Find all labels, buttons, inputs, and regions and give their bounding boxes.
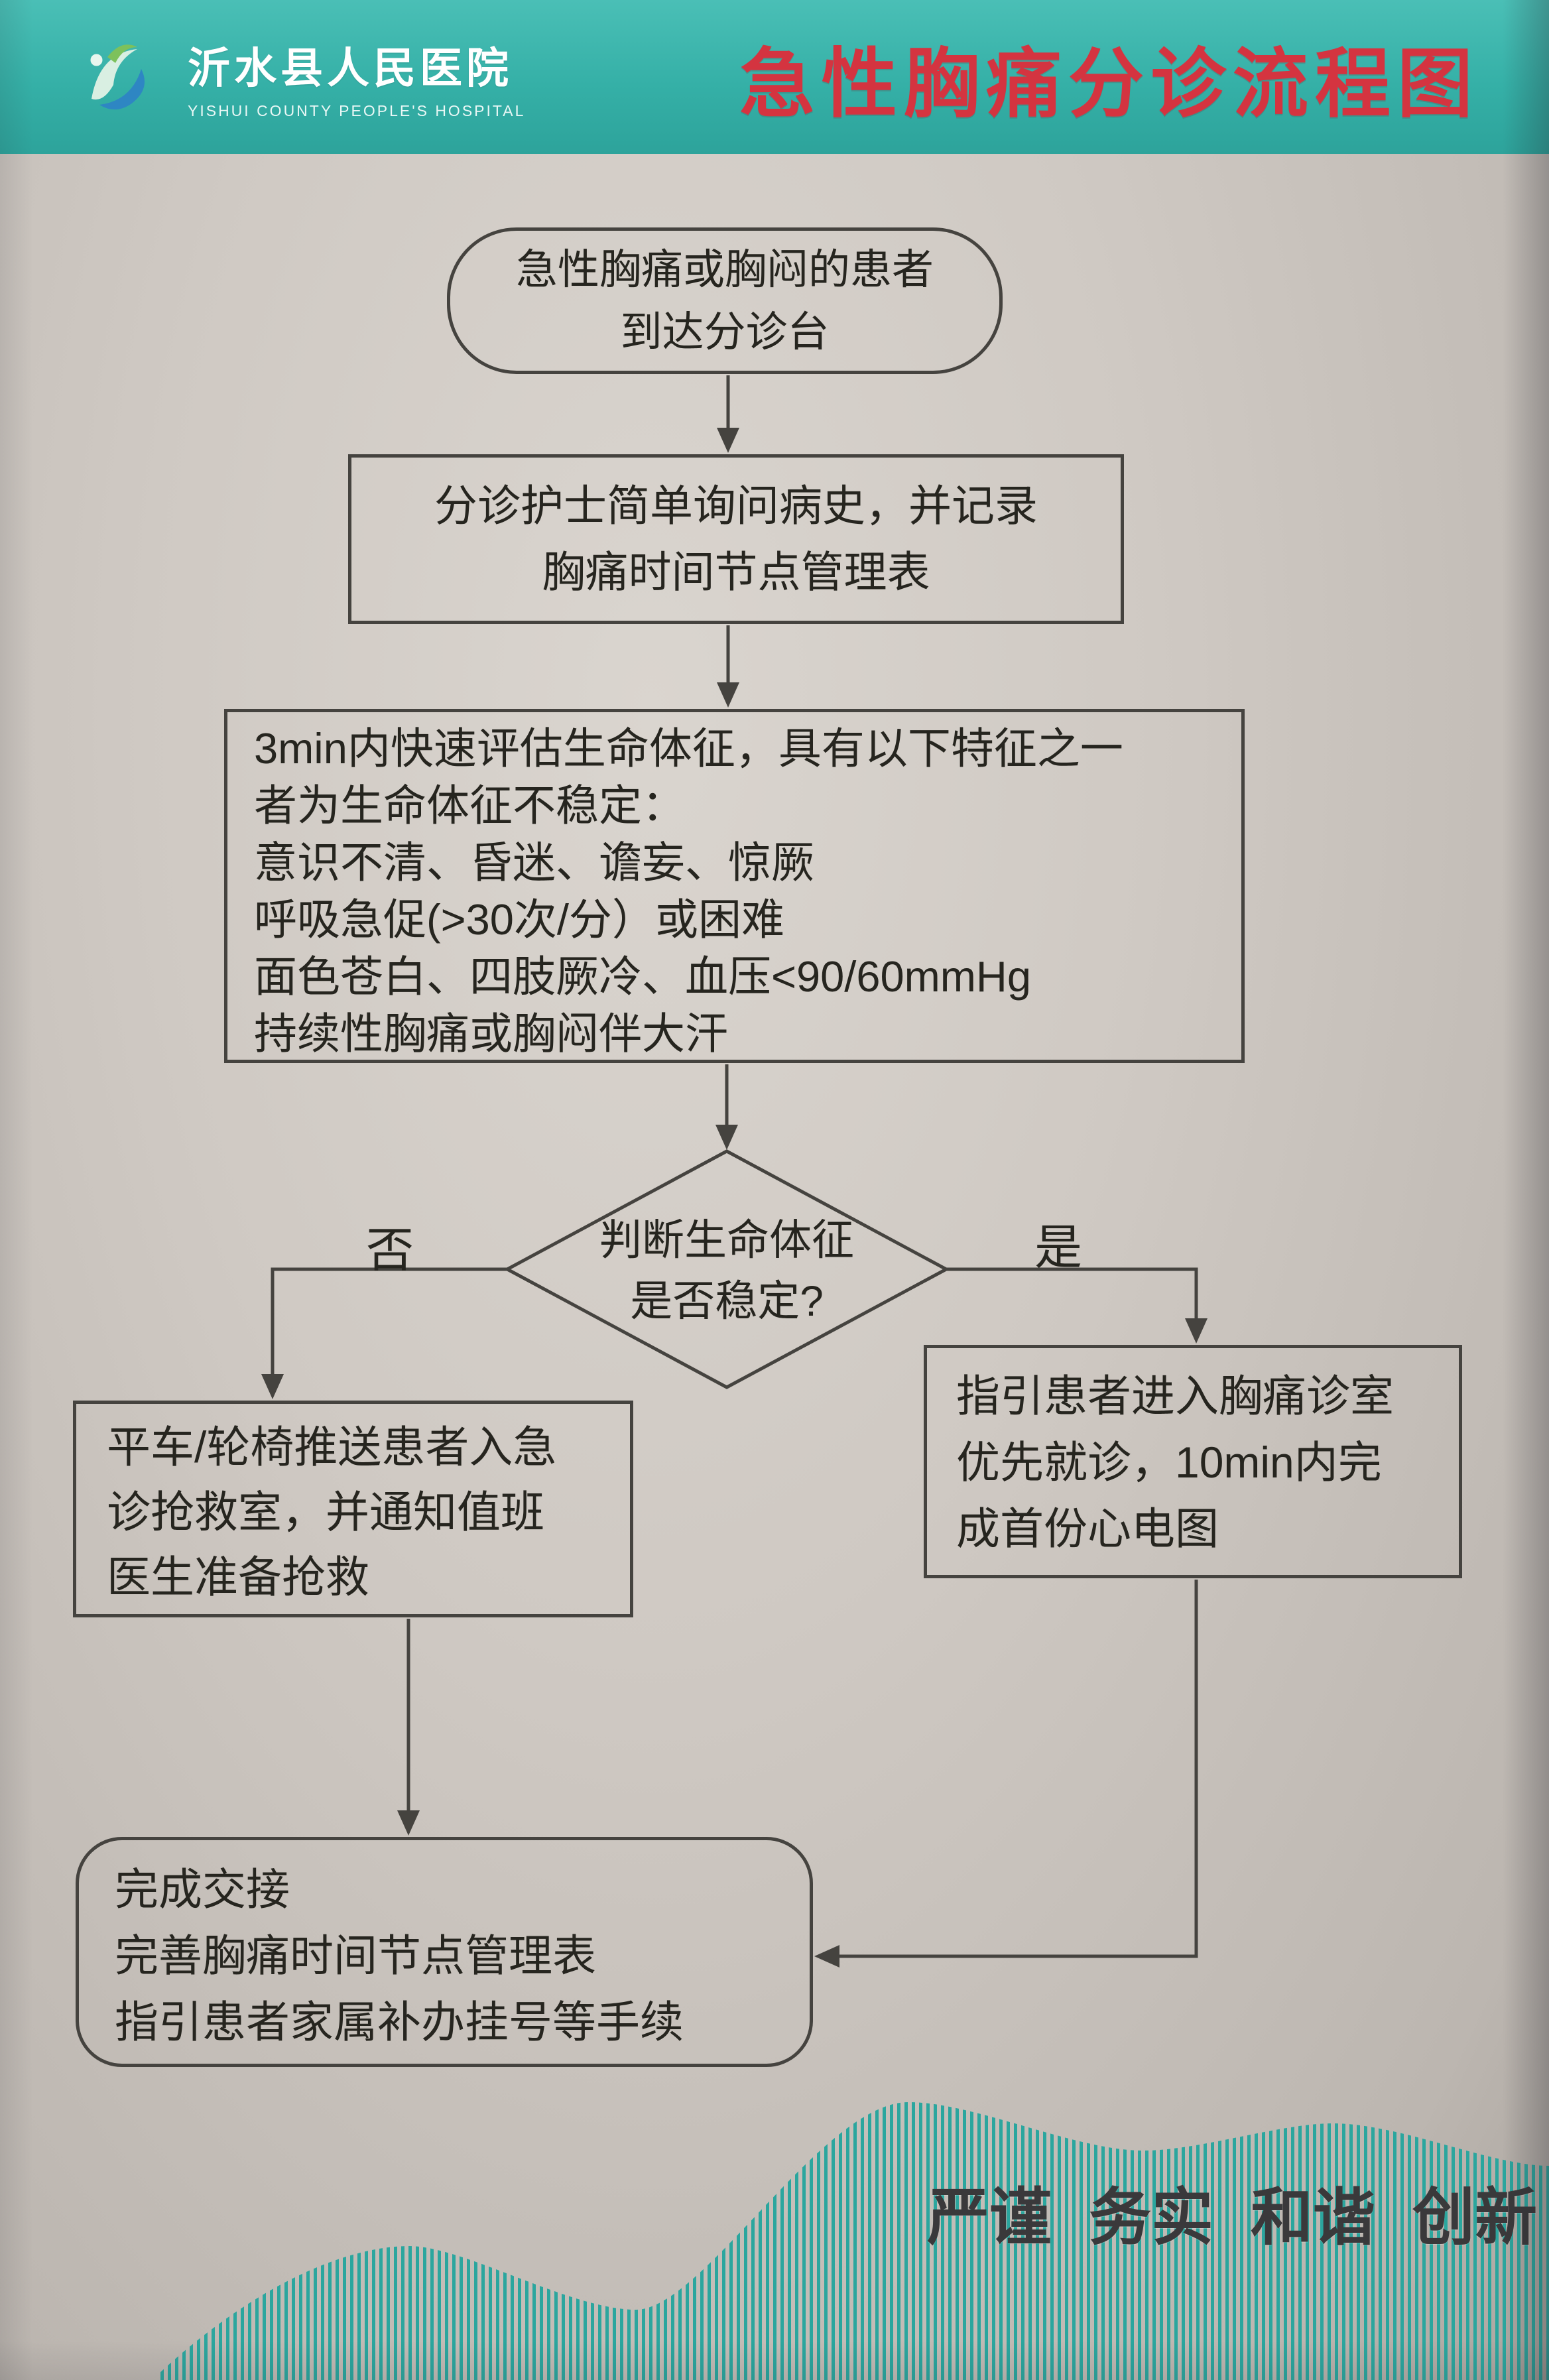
node-decision-line: 判断生命体征 — [599, 1216, 854, 1264]
branch-label-no: 否 — [366, 1224, 414, 1277]
hospital-name-block: 沂水县人民医院 YISHUI COUNTY PEOPLE'S HOSPITAL — [188, 34, 525, 120]
node-decision-line: 是否稳定? — [630, 1277, 824, 1325]
node-unstable-line: 平车/轮椅推送患者入急 — [107, 1422, 557, 1472]
node-unstable-line: 医生准备抢救 — [107, 1552, 369, 1601]
node-assess-line: 意识不清、昏迷、谵妄、惊厥 — [254, 838, 815, 887]
motto-word: 和谐 — [1251, 2184, 1376, 2253]
node-handover: 完成交接 完善胸痛时间节点管理表 指引患者家属补办挂号等手续 — [76, 1837, 813, 2067]
node-triage-nurse: 分诊护士简单询问病史，并记录 胸痛时间节点管理表 — [348, 454, 1124, 624]
node-start-line: 急性胸痛或胸闷的患者 — [516, 246, 934, 293]
node-start-line: 到达分诊台 — [620, 308, 830, 355]
hospital-motto: 严谨 务实 和谐 创新 — [927, 2167, 1537, 2257]
node-start: 急性胸痛或胸闷的患者 到达分诊台 — [447, 227, 1003, 374]
node-handover-line: 完成交接 — [115, 1865, 290, 1914]
hospital-name-en: YISHUI COUNTY PEOPLE'S HOSPITAL — [188, 101, 526, 119]
hospital-logo-icon — [90, 44, 145, 110]
header-banner: 沂水县人民医院 YISHUI COUNTY PEOPLE'S HOSPITAL … — [0, 0, 1549, 154]
node-unstable-rescue: 平车/轮椅推送患者入急 诊抢救室，并通知值班 医生准备抢救 — [73, 1401, 633, 1617]
wave-stripes-decoration — [159, 2102, 1549, 2380]
motto-word: 严谨 — [927, 2184, 1052, 2253]
node-stable-line: 指引患者进入胸痛诊室 — [956, 1371, 1394, 1420]
node-assess-line: 3min内快速评估生命体征，具有以下特征之一 — [254, 724, 1123, 773]
node-stable-line: 优先就诊，10min内完 — [956, 1438, 1382, 1487]
node-decision: 判断生命体征 是否稳定? — [537, 1210, 916, 1332]
motto-word: 务实 — [1089, 2184, 1214, 2253]
node-stable-chestpain-clinic: 指引患者进入胸痛诊室 优先就诊，10min内完 成首份心电图 — [924, 1345, 1462, 1578]
poster-title: 急性胸痛分诊流程图 — [739, 42, 1479, 127]
node-assess-line: 持续性胸痛或胸闷伴大汗 — [254, 1009, 729, 1058]
node-stable-line: 成首份心电图 — [956, 1504, 1219, 1553]
motto-word: 创新 — [1412, 2184, 1538, 2253]
node-assess-line: 面色苍白、四肢厥冷、血压<90/60mmHg — [254, 952, 1032, 1001]
node-triage-line: 胸痛时间节点管理表 — [542, 548, 930, 596]
node-unstable-line: 诊抢救室，并通知值班 — [107, 1487, 544, 1536]
branch-label-yes: 是 — [1034, 1221, 1083, 1275]
node-triage-line: 分诊护士简单询问病史，并记录 — [434, 481, 1038, 530]
node-assess-line: 呼吸急促(>30次/分）或困难 — [254, 895, 784, 944]
node-handover-line: 完善胸痛时间节点管理表 — [115, 1931, 596, 1980]
hospital-brand: 沂水县人民医院 YISHUI COUNTY PEOPLE'S HOSPITAL — [70, 27, 525, 127]
node-vital-assessment: 3min内快速评估生命体征，具有以下特征之一 者为生命体征不稳定： 意识不清、昏… — [224, 709, 1245, 1063]
node-handover-line: 指引患者家属补办挂号等手续 — [115, 1997, 684, 2046]
node-assess-line: 者为生命体征不稳定： — [254, 781, 686, 830]
hospital-name: 沂水县人民医院 — [188, 44, 513, 92]
